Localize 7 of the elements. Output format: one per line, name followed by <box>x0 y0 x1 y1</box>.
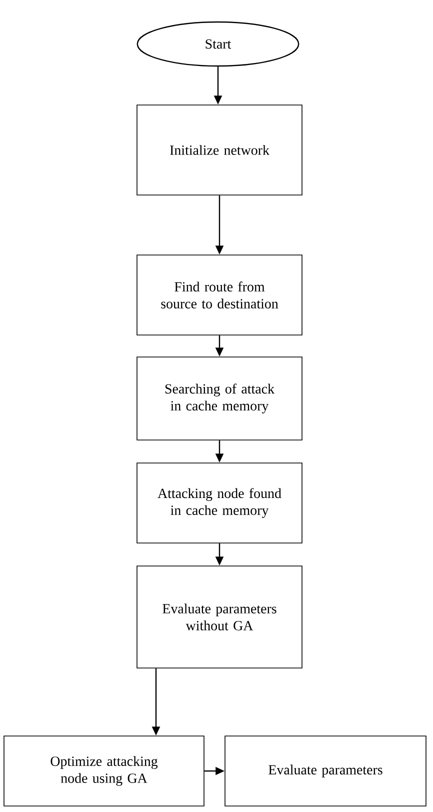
process-box: Attacking node found in cache memory <box>136 462 302 544</box>
process-box: Searching of attack in cache memory <box>136 356 302 440</box>
process-box: Evaluate parameters <box>224 736 426 806</box>
process-box: Initialize network <box>136 104 302 196</box>
process-box: Evaluate parameters without GA <box>136 566 302 668</box>
process-box: Find route from source to destination <box>136 254 302 336</box>
process-box: Optimize attacking node using GA <box>4 736 204 806</box>
